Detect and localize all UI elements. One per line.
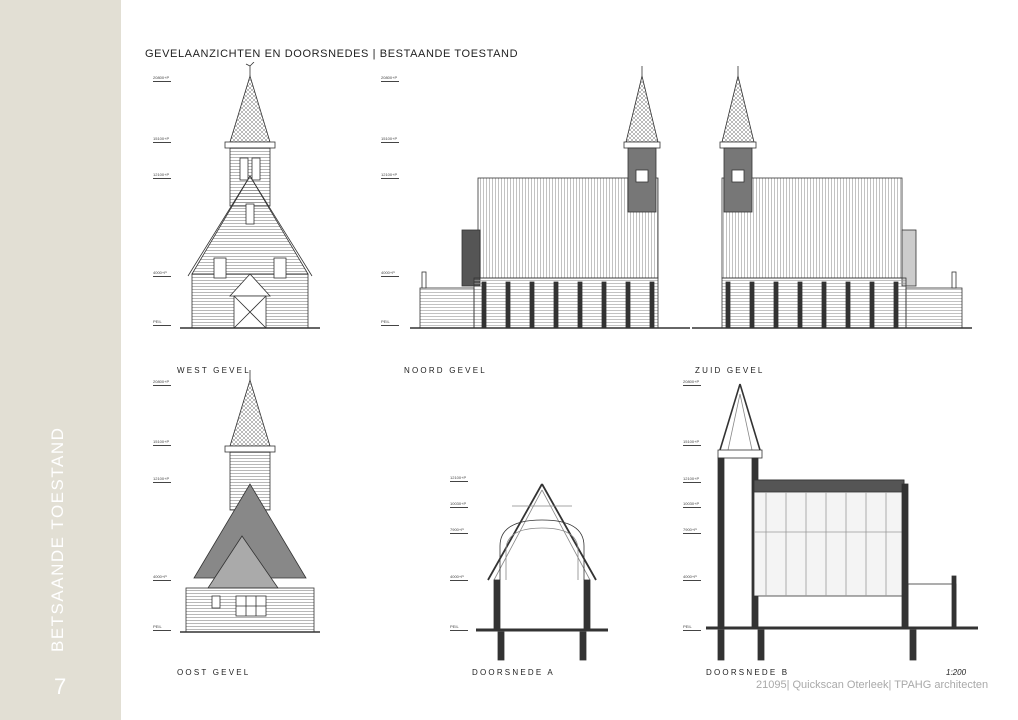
- side-title: BETSAANDE TOESTAND: [48, 426, 67, 652]
- drawing-caption-noord: NOORD GEVEL: [404, 366, 487, 375]
- level-label: 20800+P: [153, 379, 170, 384]
- level-label: 15100+P: [683, 439, 700, 444]
- level-label: 4000+P: [153, 575, 171, 581]
- level-label: PEIL: [450, 625, 468, 631]
- level-label: 10030+P: [450, 501, 467, 506]
- drawing-caption-oost: OOST GEVEL: [177, 668, 251, 677]
- level-label: 4000+P: [381, 271, 399, 277]
- level-label: 7900+P: [683, 528, 701, 534]
- sheet-title: GEVELAANZICHTEN EN DOORSNEDES | BESTAAND…: [145, 48, 519, 60]
- level-label: 4000+P: [153, 271, 171, 277]
- level-label: PEIL: [153, 625, 171, 631]
- drawing-caption-zuid: ZUID GEVEL: [695, 366, 765, 375]
- level-label: 10030+P: [683, 501, 700, 506]
- doorsnede-b-drawing: [706, 383, 978, 661]
- level-label: 12100+P: [381, 172, 398, 177]
- page-number: 7: [54, 674, 67, 699]
- level-label: 4000+P: [450, 575, 468, 581]
- scale-label: 1:200: [946, 668, 967, 677]
- level-label: 12100+P: [450, 475, 467, 480]
- footer-credit: 21095| Quickscan Oterleek| TPAHG archite…: [756, 679, 989, 691]
- west-elevation-drawing: [180, 62, 320, 329]
- doorsnede-a-drawing: [476, 483, 608, 661]
- noord-elevation-drawing: [410, 66, 690, 329]
- level-label: 12100+P: [153, 476, 170, 481]
- level-label: 15100+P: [153, 439, 170, 444]
- level-label: PEIL: [153, 320, 171, 326]
- drawing-caption-doorsnede-a: DOORSNEDE A: [472, 668, 555, 677]
- level-label: 4000+P: [683, 575, 701, 581]
- drawing-caption-west: WEST GEVEL: [177, 366, 251, 375]
- level-label: 12100+P: [683, 476, 700, 481]
- level-label: 15100+P: [381, 136, 398, 141]
- level-label: 20800+P: [683, 379, 700, 384]
- sidebar-band: [0, 0, 121, 720]
- level-label: 20800+P: [153, 75, 170, 80]
- level-label: 12100+P: [153, 172, 170, 177]
- oost-elevation-drawing: [180, 370, 320, 633]
- level-label: 20800+P: [381, 75, 398, 80]
- level-label: 15100+P: [153, 136, 170, 141]
- level-label: 7900+P: [450, 528, 468, 534]
- level-label: PEIL: [381, 320, 399, 326]
- level-label: PEIL: [683, 625, 701, 631]
- zuid-elevation-drawing: [692, 66, 972, 329]
- drawing-caption-doorsnede-b: DOORSNEDE B: [706, 668, 790, 677]
